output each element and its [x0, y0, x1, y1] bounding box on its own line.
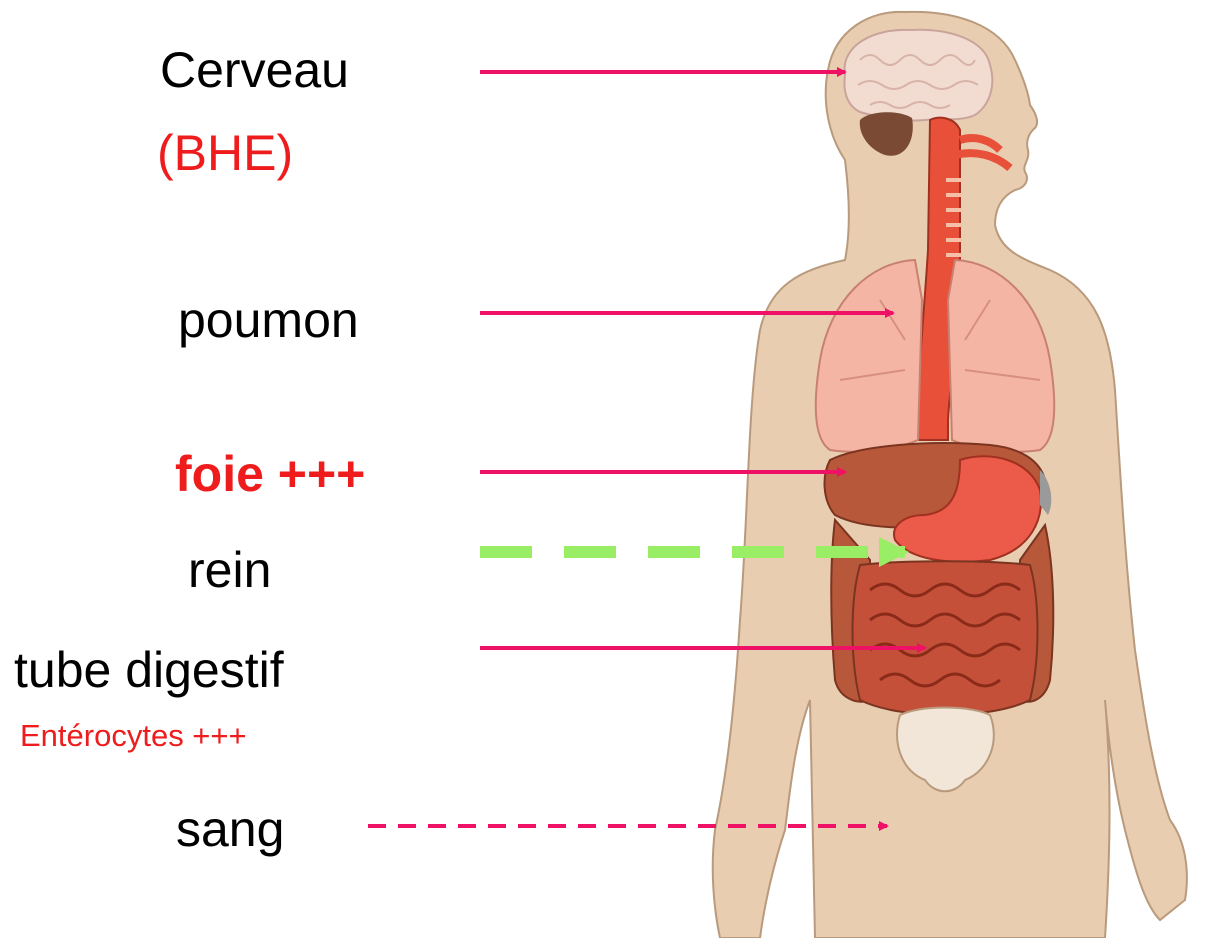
anatomy-diagram: [0, 0, 1209, 938]
